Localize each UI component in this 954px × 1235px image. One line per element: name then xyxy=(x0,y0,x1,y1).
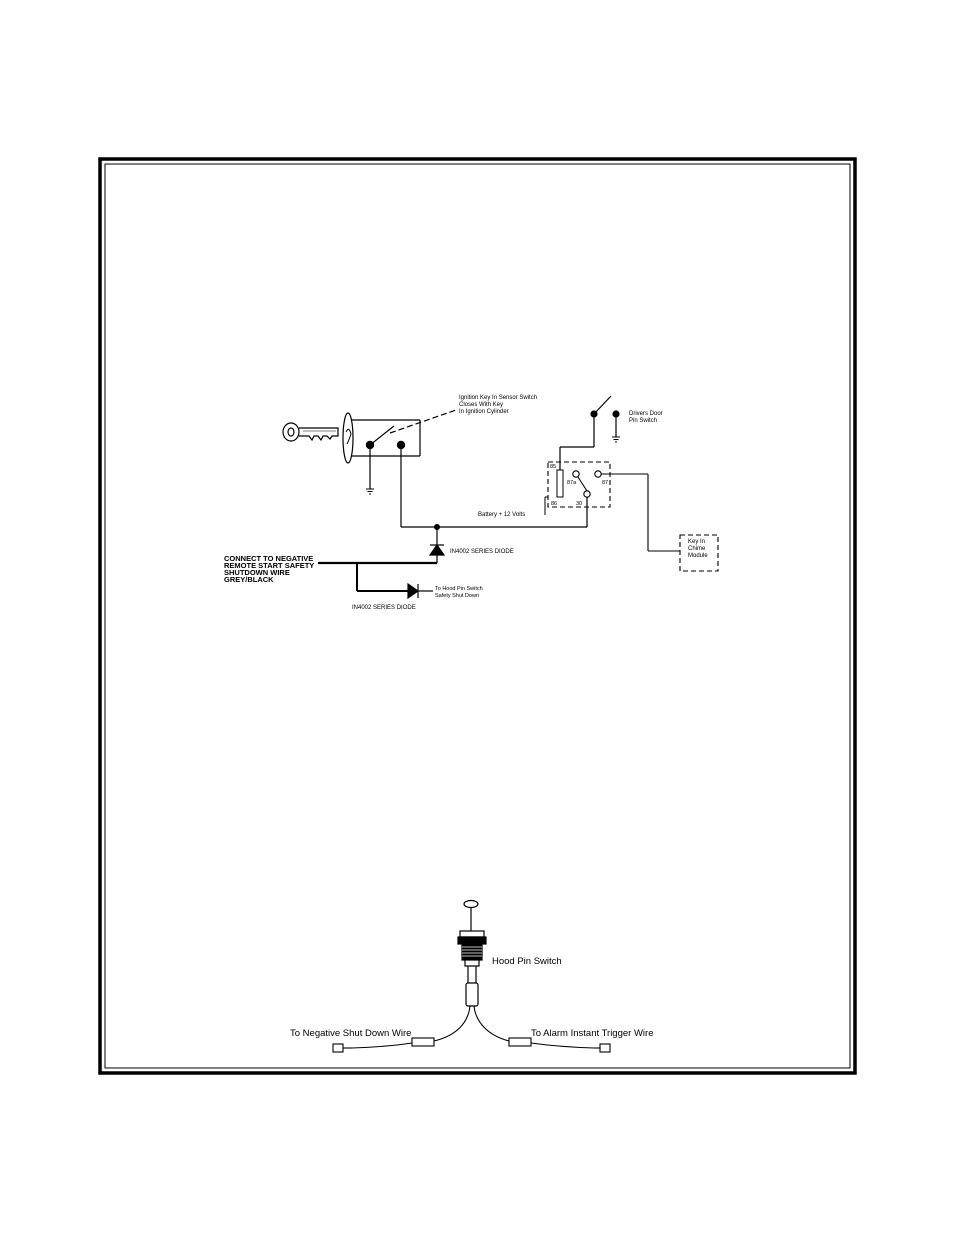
diode-bottom xyxy=(407,582,420,600)
left-wire-label: To Negative Shut Down Wire xyxy=(290,1028,411,1039)
ground-symbol-ignition xyxy=(366,488,374,495)
relay-pin-85: 85 xyxy=(550,464,556,470)
ignition-label-line-1: Ignition Key In Sensor Switch xyxy=(459,395,537,401)
door-pin-switch xyxy=(559,395,620,470)
chime-label-line-2: Chime xyxy=(688,546,706,552)
ground-symbol-door xyxy=(612,436,620,443)
ignition-cylinder xyxy=(342,412,421,464)
ignition-sensor-switch xyxy=(365,409,457,489)
connect-label-line-3: SHUTDOWN WIRE xyxy=(224,568,290,577)
ignition-output-wire xyxy=(400,449,588,528)
battery-label: Battery + 12 Volts xyxy=(478,512,525,518)
relay-pin-labels: 85 87a 87 86 30 xyxy=(550,464,608,507)
relay xyxy=(547,461,680,552)
key-in-chime-module: Key In Chime Module xyxy=(679,534,719,572)
remote-start-wire xyxy=(318,561,437,592)
connect-label-line-1: CONNECT TO NEGATIVE xyxy=(224,554,313,563)
hood-pin-switch-icon xyxy=(457,899,487,1007)
relay-pin-87: 87 xyxy=(602,480,608,486)
hood-pin-wire-right xyxy=(473,1005,611,1053)
diode-top-label: IN4002 SERIES DIODE xyxy=(450,549,514,555)
ignition-sensor-label: Ignition Key In Sensor Switch Closes Wit… xyxy=(459,395,537,415)
door-label-line-2: Pin Switch xyxy=(629,418,657,424)
relay-86-lead xyxy=(544,496,548,515)
hood-pin-wire-left xyxy=(332,1005,471,1053)
ignition-key-icon xyxy=(282,422,339,442)
hood-pin-title: Hood Pin Switch xyxy=(492,956,562,967)
diode-top xyxy=(428,527,446,563)
ignition-label-line-3: In Ignition Cylinder xyxy=(459,409,509,415)
connect-label-line-4: GREY/BLACK xyxy=(224,575,274,584)
hood-ref-line-1: To Hood Pin Switch xyxy=(435,586,483,592)
page-frame xyxy=(98,157,857,1075)
hood-pin-reference-label: To Hood Pin Switch Safety Shut Down xyxy=(435,586,483,599)
connect-label: CONNECT TO NEGATIVE REMOTE START SAFETY … xyxy=(224,554,314,584)
relay-pin-86: 86 xyxy=(551,501,557,507)
relay-pin-87a: 87a xyxy=(567,480,577,486)
chime-label-line-3: Module xyxy=(688,553,708,559)
door-switch-label: Drivers Door Pin Switch xyxy=(629,411,663,424)
chime-label-line-1: Key In xyxy=(688,539,705,545)
door-label-line-1: Drivers Door xyxy=(629,411,663,417)
ignition-label-line-2: Closes With Key xyxy=(459,402,503,408)
right-wire-label: To Alarm Instant Trigger Wire xyxy=(531,1028,653,1039)
relay-pin-30: 30 xyxy=(576,501,582,507)
connect-label-line-2: REMOTE START SAFETY xyxy=(224,561,314,570)
hood-ref-line-2: Safety Shut Down xyxy=(435,593,479,599)
diode-bottom-label: IN4002 SERIES DIODE xyxy=(352,605,416,611)
